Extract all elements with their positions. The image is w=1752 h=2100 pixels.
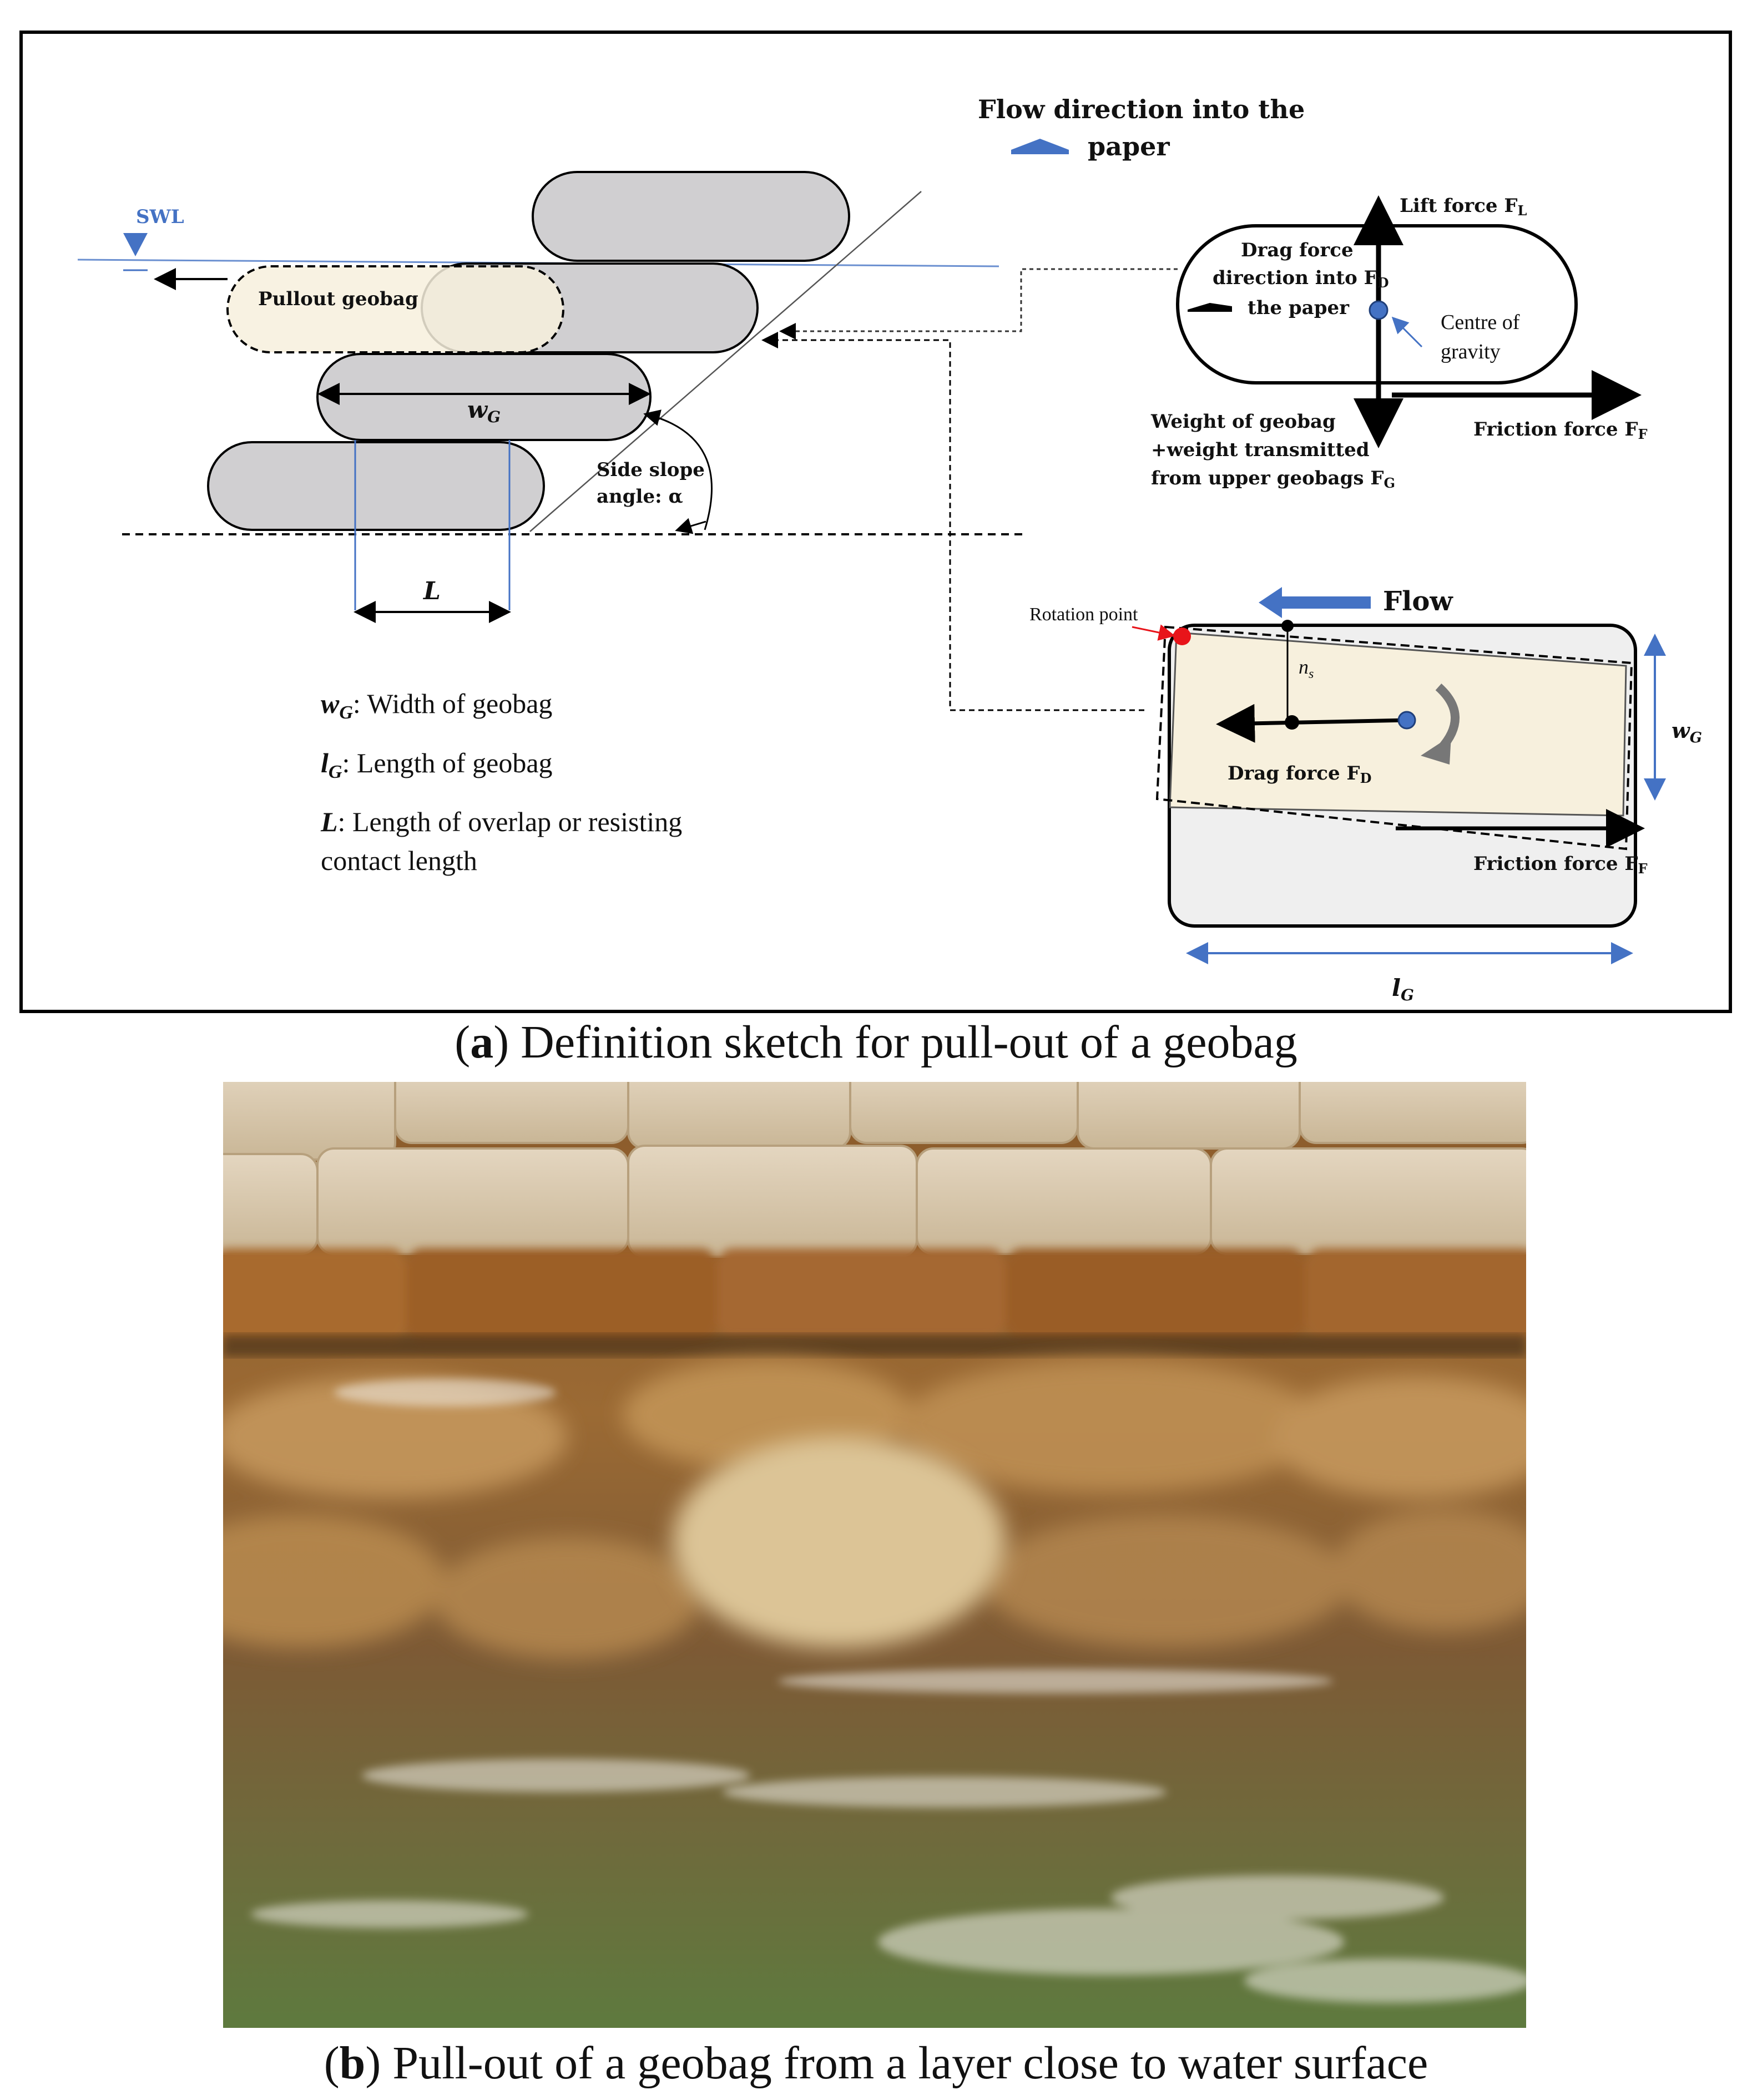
flow-direction-title-1: Flow direction into the [978, 94, 1305, 124]
connector-to-plan-view [761, 332, 1144, 711]
geobag-top [532, 171, 850, 262]
plan-wg-label: wG [1672, 718, 1702, 746]
caption-b: (b) Pull-out of a geobag from a layer cl… [324, 2037, 1428, 2089]
legend-lg: lG: Length of geobag [321, 747, 553, 782]
drag-application-point [1285, 715, 1299, 730]
drag-direction-arrow-icon [1188, 303, 1232, 312]
caption-a: (a) Definition sketch for pull-out of a … [455, 1016, 1297, 1068]
plan-drag-force-label: Drag force FD [1228, 762, 1371, 786]
wg-label: wG [467, 396, 501, 426]
flow-direction-title-2: paper [1088, 131, 1170, 161]
wet-seam-dark-band [223, 1334, 1526, 1357]
dry-geobag-row-top [223, 1082, 1526, 1161]
plan-drag-force-arrow [1216, 704, 1407, 743]
dry-geobag-row-second [223, 1145, 1526, 1258]
rotation-point-marker [1173, 628, 1191, 645]
rotated-geobag-outline [1155, 625, 1633, 851]
legend-wg: wG: Width of geobag [321, 688, 552, 723]
L-label: L [422, 577, 441, 605]
friction-force-label: Friction force FF [1473, 418, 1648, 442]
centre-of-gravity-point [1369, 300, 1389, 320]
geobag-pullout-photo [223, 1082, 1526, 2028]
side-slope-label-2: angle: α [597, 485, 683, 508]
slope-angle-arrow-top [643, 409, 662, 426]
centre-of-gravity-pointer [1391, 316, 1423, 348]
plan-friction-force-label: Friction force FF [1473, 853, 1648, 877]
slope-angle-arrow-bottom [675, 518, 706, 534]
flow-arrow-icon [1259, 587, 1371, 618]
ns-label: ns [1299, 656, 1314, 681]
submerged-geobags [223, 1359, 1526, 1659]
water-streaks [251, 1379, 1526, 2003]
weight-label-3: from upper geobags FG [1151, 467, 1395, 491]
pullout-geobag-label: Pullout geobag [258, 288, 418, 310]
swl-triangle-icon [123, 233, 148, 256]
slope-angle-arc [649, 414, 713, 530]
rotation-point-label: Rotation point [1029, 604, 1138, 625]
rotation-arrowhead [1421, 736, 1451, 765]
rotation-point-pointer [1132, 624, 1175, 641]
lift-force-label: Lift force FL [1400, 195, 1527, 219]
pulled-out-geobag [673, 1437, 1006, 1648]
pullout-geobag [226, 265, 564, 353]
side-slope-line [529, 191, 922, 532]
plan-lg-label: lG [1392, 974, 1414, 1004]
definition-sketch: SWL Pullout geobag wG L Side slope angle… [19, 31, 1732, 1013]
centre-of-gravity-label-1: Centre of [1441, 311, 1520, 334]
legend-L-1: L: Length of overlap or resisting [320, 806, 682, 837]
flow-into-paper-arrow-icon [1011, 139, 1069, 154]
connector-to-cross-section [779, 268, 1178, 340]
weight-label-1: Weight of geobag [1150, 411, 1336, 433]
drag-label-2: direction into FD [1213, 267, 1389, 291]
centre-of-gravity-label-2: gravity [1441, 340, 1501, 363]
plan-centre-point [1397, 711, 1416, 730]
weight-label-2: +weight transmitted [1151, 439, 1370, 461]
drag-label-3: the paper [1248, 297, 1350, 319]
flow-label: Flow [1383, 586, 1453, 617]
legend-L-2: contact length [321, 845, 477, 876]
side-slope-label-1: Side slope [597, 459, 705, 481]
swl-label: SWL [136, 206, 184, 228]
wet-geobag-row [223, 1248, 1526, 1343]
drag-label-1: Drag force [1241, 239, 1354, 261]
geobag-bottom [207, 441, 545, 531]
